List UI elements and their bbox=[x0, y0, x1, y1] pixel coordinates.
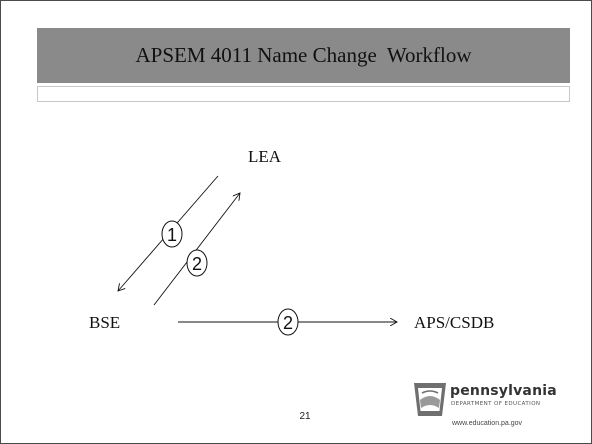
step-marker-1: 1 bbox=[161, 220, 183, 248]
node-aps-csdb: APS/CSDB bbox=[414, 313, 495, 332]
edge-bse-to-lea bbox=[153, 193, 240, 306]
step-label-1: 1 bbox=[167, 225, 177, 245]
slide-title: APSEM 4011 Name Change Workflow bbox=[135, 43, 472, 67]
step-marker-2b: 2 bbox=[277, 308, 299, 336]
pa-education-logo: pennsylvania DEPARTMENT OF EDUCATION www… bbox=[410, 380, 560, 436]
step-label-2b: 2 bbox=[283, 313, 293, 333]
step-label-2a: 2 bbox=[192, 254, 202, 274]
node-bse: BSE bbox=[89, 313, 121, 332]
logo-name: pennsylvania bbox=[450, 383, 557, 399]
title-bar: APSEM 4011 Name Change Workflow bbox=[37, 28, 570, 83]
node-lea: LEA bbox=[248, 147, 282, 166]
logo-department: DEPARTMENT OF EDUCATION bbox=[451, 401, 541, 407]
page-number: 21 bbox=[299, 411, 311, 422]
keystone-icon bbox=[414, 383, 446, 416]
logo-url[interactable]: www.education.pa.gov bbox=[452, 420, 523, 427]
step-marker-2a: 2 bbox=[186, 249, 208, 277]
subtitle-bar bbox=[37, 86, 570, 102]
